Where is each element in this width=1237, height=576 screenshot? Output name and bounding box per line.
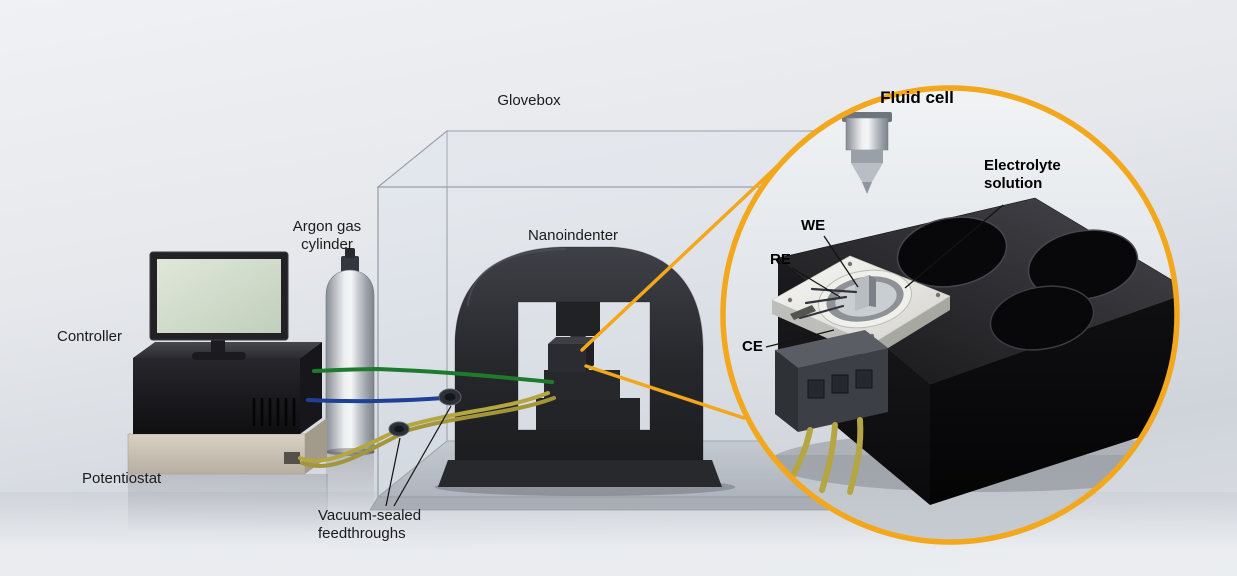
label-controller: Controller (57, 328, 123, 345)
label-feedthroughs: Vacuum-sealed feedthroughs (318, 507, 422, 543)
potentiostat-drawing (127, 418, 327, 475)
fluid-cell-inset (720, 85, 1180, 545)
cables-drawing (298, 366, 556, 468)
label-ce: CE (742, 338, 763, 355)
label-we: WE (801, 217, 826, 234)
label-fluid-cell-title: Fluid cell (880, 88, 954, 107)
label-glovebox: Glovebox (497, 92, 561, 109)
feedthrough-leader-lines (385, 405, 452, 507)
indenter-tip-icon (842, 112, 892, 194)
equipment-reflections (128, 452, 374, 532)
monitor-drawing (149, 251, 289, 360)
argon-cylinder-drawing (325, 248, 375, 456)
label-potentiostat: Potentiostat (82, 470, 162, 487)
label-re: RE (770, 251, 791, 268)
label-electrolyte-solution: Electrolyte solution (984, 157, 1061, 193)
label-argon-cylinder: Argon gas cylinder (292, 218, 362, 254)
controller-drawing (133, 342, 322, 434)
label-nanoindenter: Nanoindenter (527, 227, 619, 244)
feedthrough-connectors (388, 388, 462, 437)
magnifier-lines (580, 156, 788, 420)
